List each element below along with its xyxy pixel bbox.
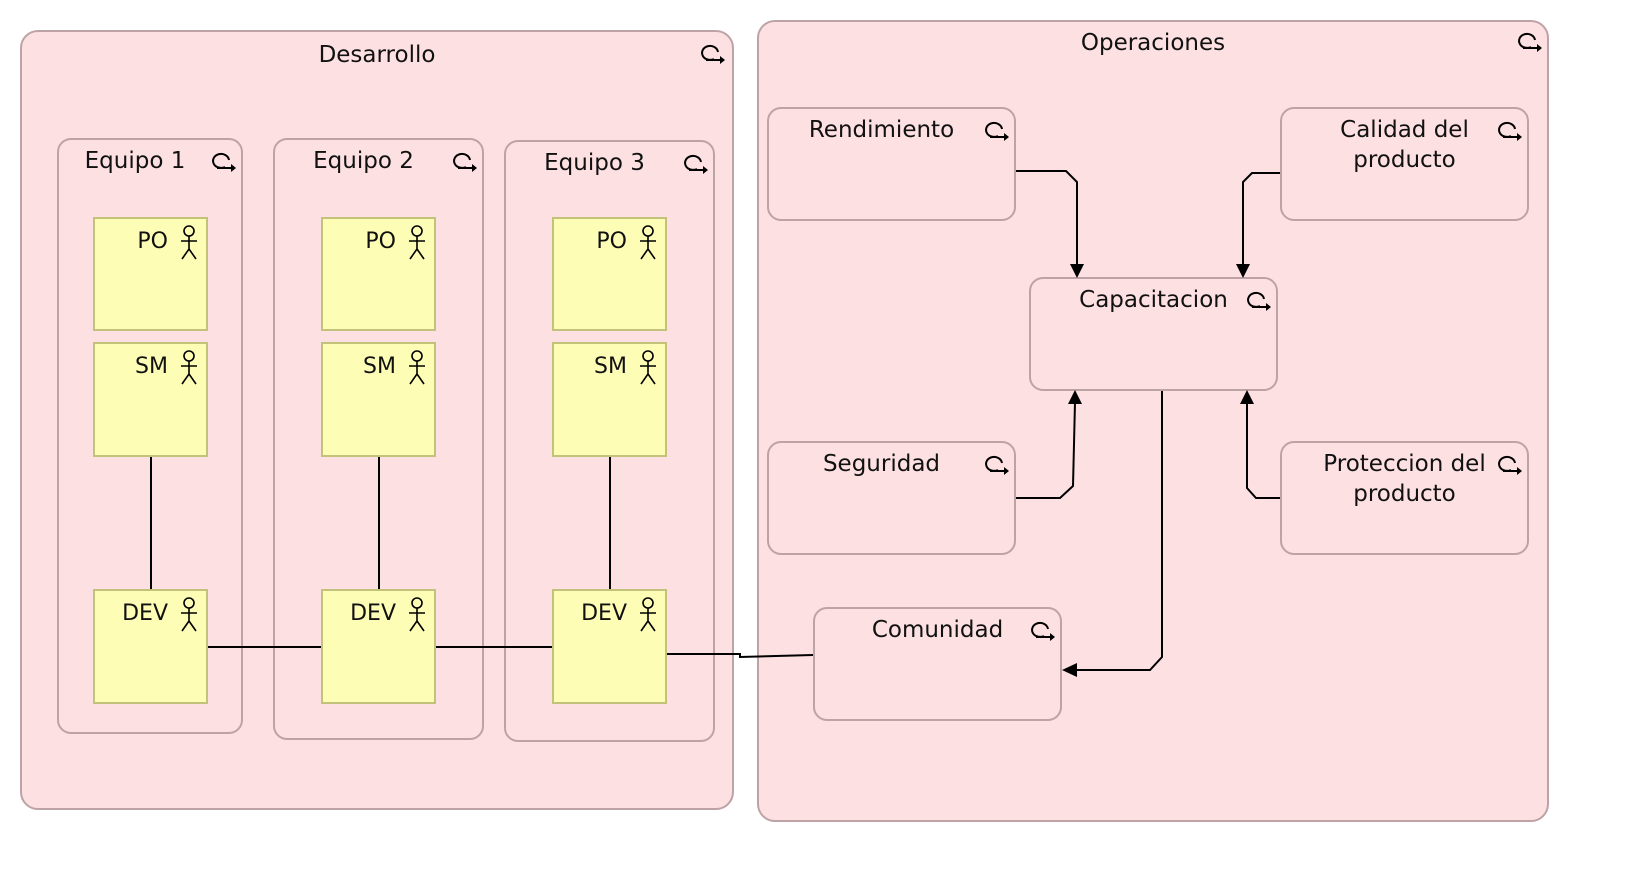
comunidad-label: Comunidad bbox=[871, 617, 1004, 643]
actor-dev-1[interactable]: DEV bbox=[93, 589, 208, 704]
comunidad-box[interactable]: Comunidad bbox=[813, 607, 1062, 721]
arrowhead bbox=[1062, 663, 1077, 677]
actor-icon bbox=[181, 225, 197, 260]
actor-sm-3[interactable]: SM bbox=[552, 342, 667, 457]
actor-dev-3[interactable]: DEV bbox=[552, 589, 667, 704]
rendimiento-label: Rendimiento bbox=[808, 117, 955, 143]
actor-po-1[interactable]: PO bbox=[93, 217, 208, 331]
capability-loop-icon bbox=[1498, 121, 1522, 141]
seguridad-box[interactable]: Seguridad bbox=[767, 441, 1016, 555]
actor-sm-2[interactable]: SM bbox=[321, 342, 436, 457]
actor-icon bbox=[409, 597, 425, 632]
capability-loop-icon bbox=[1498, 455, 1522, 475]
seguridad-label: Seguridad bbox=[822, 451, 941, 477]
actor-sm-1[interactable]: SM bbox=[93, 342, 208, 457]
actor-label: PO bbox=[596, 229, 627, 254]
actor-label: DEV bbox=[581, 601, 627, 626]
actor-po-3[interactable]: PO bbox=[552, 217, 667, 331]
actor-label: PO bbox=[365, 229, 396, 254]
actor-icon bbox=[409, 225, 425, 260]
proteccion-label: Proteccion del producto bbox=[1323, 451, 1486, 507]
capability-loop-icon bbox=[985, 121, 1009, 141]
team-1-label: Equipo 1 bbox=[84, 148, 186, 174]
connector-proteccion-capacitacion bbox=[1246, 402, 1280, 499]
actor-label: SM bbox=[594, 354, 627, 379]
desarrollo-label: Desarrollo bbox=[318, 42, 436, 68]
rendimiento-box[interactable]: Rendimiento bbox=[767, 107, 1016, 221]
team-2-label: Equipo 2 bbox=[313, 148, 414, 174]
actor-label: SM bbox=[363, 354, 396, 379]
capability-loop-icon bbox=[453, 152, 477, 172]
connector-rendimiento-capacitacion bbox=[1016, 170, 1078, 266]
actor-icon bbox=[640, 597, 656, 632]
actor-label: PO bbox=[137, 229, 168, 254]
arrowhead bbox=[1070, 264, 1084, 278]
actor-icon bbox=[181, 597, 197, 632]
capability-loop-icon bbox=[1031, 621, 1055, 641]
actor-label: SM bbox=[135, 354, 168, 379]
actor-icon bbox=[181, 350, 197, 385]
capability-loop-icon bbox=[684, 154, 708, 174]
capability-loop-icon bbox=[985, 455, 1009, 475]
arrowhead bbox=[1068, 390, 1082, 404]
capability-loop-icon bbox=[212, 152, 236, 172]
connector-seguridad-capacitacion bbox=[1016, 401, 1076, 499]
calidad-label: Calidad del producto bbox=[1340, 117, 1469, 173]
actor-label: DEV bbox=[122, 601, 168, 626]
actor-po-2[interactable]: PO bbox=[321, 217, 436, 331]
actor-label: DEV bbox=[350, 601, 396, 626]
connector-dev3-comunidad bbox=[667, 653, 814, 659]
capacitacion-label: Capacitacion bbox=[1079, 287, 1228, 313]
connector-capacitacion-comunidad bbox=[1075, 391, 1163, 671]
actor-icon bbox=[409, 350, 425, 385]
capability-loop-icon bbox=[1247, 291, 1271, 311]
arrowhead bbox=[1240, 390, 1254, 404]
operaciones-label: Operaciones bbox=[1080, 30, 1226, 56]
actor-icon bbox=[640, 225, 656, 260]
arrowhead bbox=[1236, 264, 1250, 278]
capability-loop-icon bbox=[1518, 32, 1542, 52]
connector-calidad-capacitacion bbox=[1242, 172, 1280, 266]
calidad-box[interactable]: Calidad del producto bbox=[1280, 107, 1529, 221]
team-3-label: Equipo 3 bbox=[544, 150, 645, 176]
actor-dev-2[interactable]: DEV bbox=[321, 589, 436, 704]
proteccion-box[interactable]: Proteccion del producto bbox=[1280, 441, 1529, 555]
capability-loop-icon bbox=[701, 44, 725, 64]
capacitacion-box[interactable]: Capacitacion bbox=[1029, 277, 1278, 391]
actor-icon bbox=[640, 350, 656, 385]
